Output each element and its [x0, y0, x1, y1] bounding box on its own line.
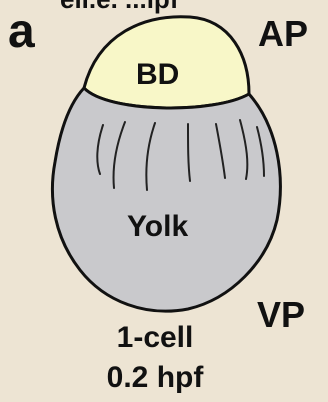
yolk-label: Yolk [127, 212, 188, 242]
blastodisc-label: BD [136, 60, 179, 90]
panel-label: a [8, 8, 35, 56]
yolk-cell [52, 88, 280, 311]
stage-name: 1-cell [0, 322, 319, 354]
stage-time: 0.2 hpf [0, 362, 319, 394]
animal-pole-label: AP [258, 16, 308, 52]
